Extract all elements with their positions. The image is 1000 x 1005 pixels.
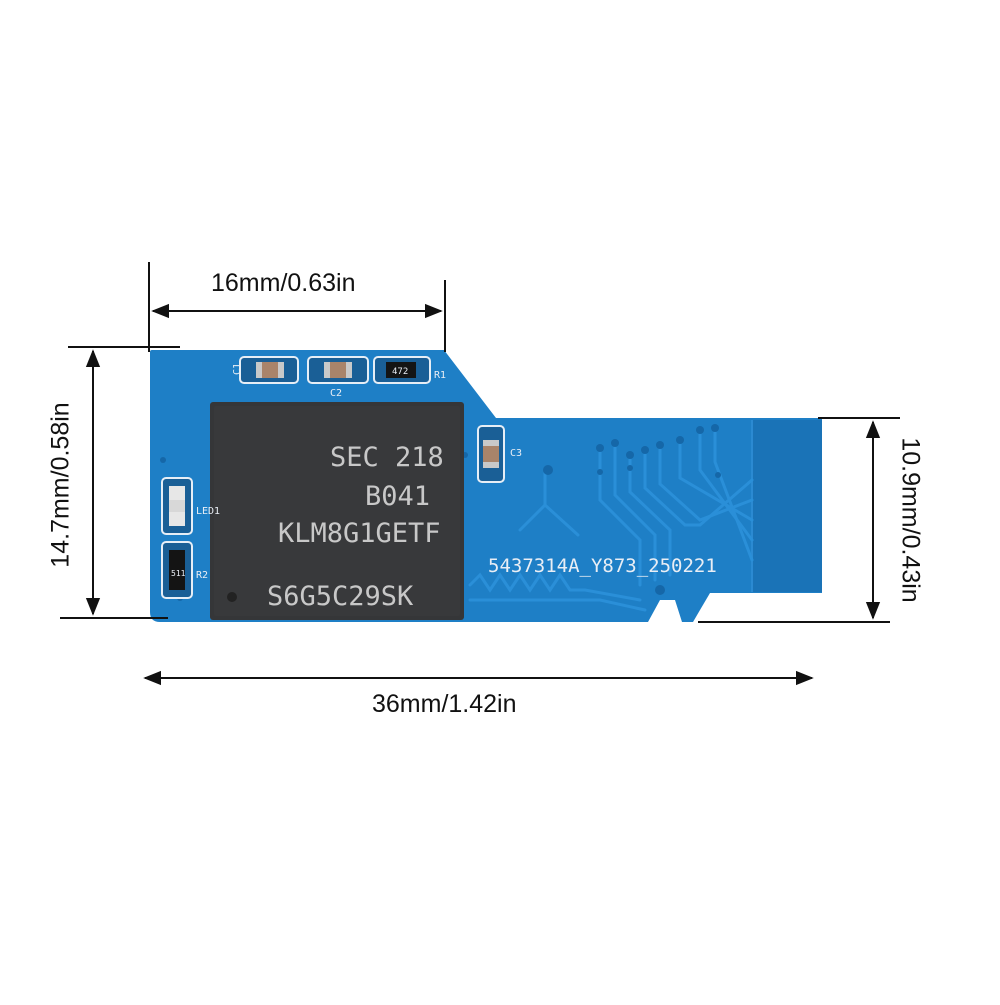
silk-c2: C2 xyxy=(330,388,342,399)
dimension-label-total-length: 36mm/1.42in xyxy=(372,690,517,718)
chip-line-4: S6G5C29SK xyxy=(267,581,414,612)
chip-line-2: B041 xyxy=(365,481,430,512)
led-indicator: LED1 xyxy=(161,477,220,535)
board-id-silkscreen: 5437314A_Y873_250221 xyxy=(488,555,717,577)
resistor-r2: 511 R2 xyxy=(161,541,208,599)
dimension-label-top-width: 16mm/0.63in xyxy=(211,269,356,297)
edge-connector xyxy=(752,420,822,592)
chip-line-1: SEC 218 xyxy=(330,442,444,473)
silk-r2: R2 xyxy=(196,570,208,581)
pcb-vias xyxy=(160,424,721,601)
chip-line-3: KLM8G1GETF xyxy=(278,518,441,549)
silk-c3: C3 xyxy=(510,448,522,459)
dimension-label-right-height: 10.9mm/0.43in xyxy=(896,437,925,603)
capacitor-c3: C3 xyxy=(477,425,522,483)
chip-pin1-dot xyxy=(227,592,237,602)
capacitor-c2: C2 xyxy=(307,356,369,399)
pcb-traces xyxy=(468,426,754,612)
silk-r1: R1 xyxy=(434,370,446,381)
dimension-lines xyxy=(60,262,900,686)
resistor-r1: 472 R1 xyxy=(373,356,446,384)
dimension-label-left-height: 14.7mm/0.58in xyxy=(46,402,75,568)
silk-r2-value: 511 xyxy=(171,569,186,578)
silk-led: LED1 xyxy=(196,506,220,517)
silk-r1-value: 472 xyxy=(392,367,408,377)
silk-c1: C1 xyxy=(232,363,243,375)
capacitor-c1: C1 xyxy=(232,356,299,384)
